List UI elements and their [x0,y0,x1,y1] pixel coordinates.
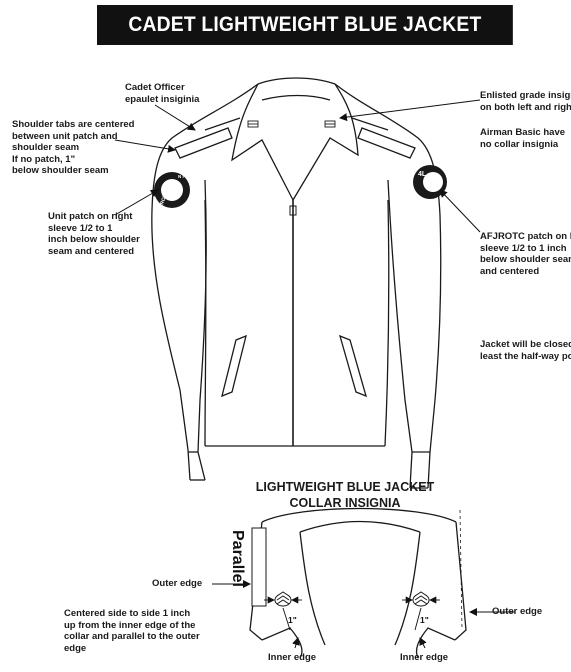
patch-text-top: N I G H [178,174,193,179]
measure-left-label: 1" [288,615,297,625]
note-shoulder-tabs: Shoulder tabs are centered between unit … [12,119,135,176]
note-jacket-closed: Jacket will be closed to least the half-… [480,339,571,362]
note-collar-centered: Centered side to side 1 inch up from the… [64,608,200,654]
patch-text-bottom: ROTC [159,190,170,206]
outer-edge-right-label: Outer edge [492,606,543,617]
note-officer-epaulet: Cadet Officer epaulet insiginia [125,82,200,105]
collar-insignia-icon [247,120,336,128]
note-airman-basic: Airman Basic have no collar insignia [480,127,566,150]
unit-patch [154,172,190,208]
collar-insignia-right-icon [412,591,430,607]
note-afjrotc-patch: AFJROTC patch on left sleeve 1/2 to 1 in… [480,231,571,277]
parallel-label: Parallel [229,530,246,587]
inner-edge-right-label: Inner edge [400,652,449,663]
note-unit-patch: Unit patch on right sleeve 1/2 to 1 inch… [48,211,140,257]
afjrotc-patch [413,165,447,199]
patch-text-left: 4L [418,171,427,178]
inner-edge-left-label: Inner edge [268,652,317,663]
page-title: CADET LIGHTWEIGHT BLUE JACKET [97,5,513,45]
collar-section-title: LIGHTWEIGHT BLUE JACKET COLLAR INSIGNIA [255,480,435,510]
measure-right-label: 1" [420,615,429,625]
collar-insignia-left-icon [274,591,292,607]
note-enlisted-grade: Enlisted grade insignia w on both left a… [480,90,571,113]
outer-edge-left-label: Outer edge [152,578,203,589]
collar-detail-drawing [249,507,467,659]
parallel-indicator [251,527,267,607]
jacket-outline [151,77,442,489]
